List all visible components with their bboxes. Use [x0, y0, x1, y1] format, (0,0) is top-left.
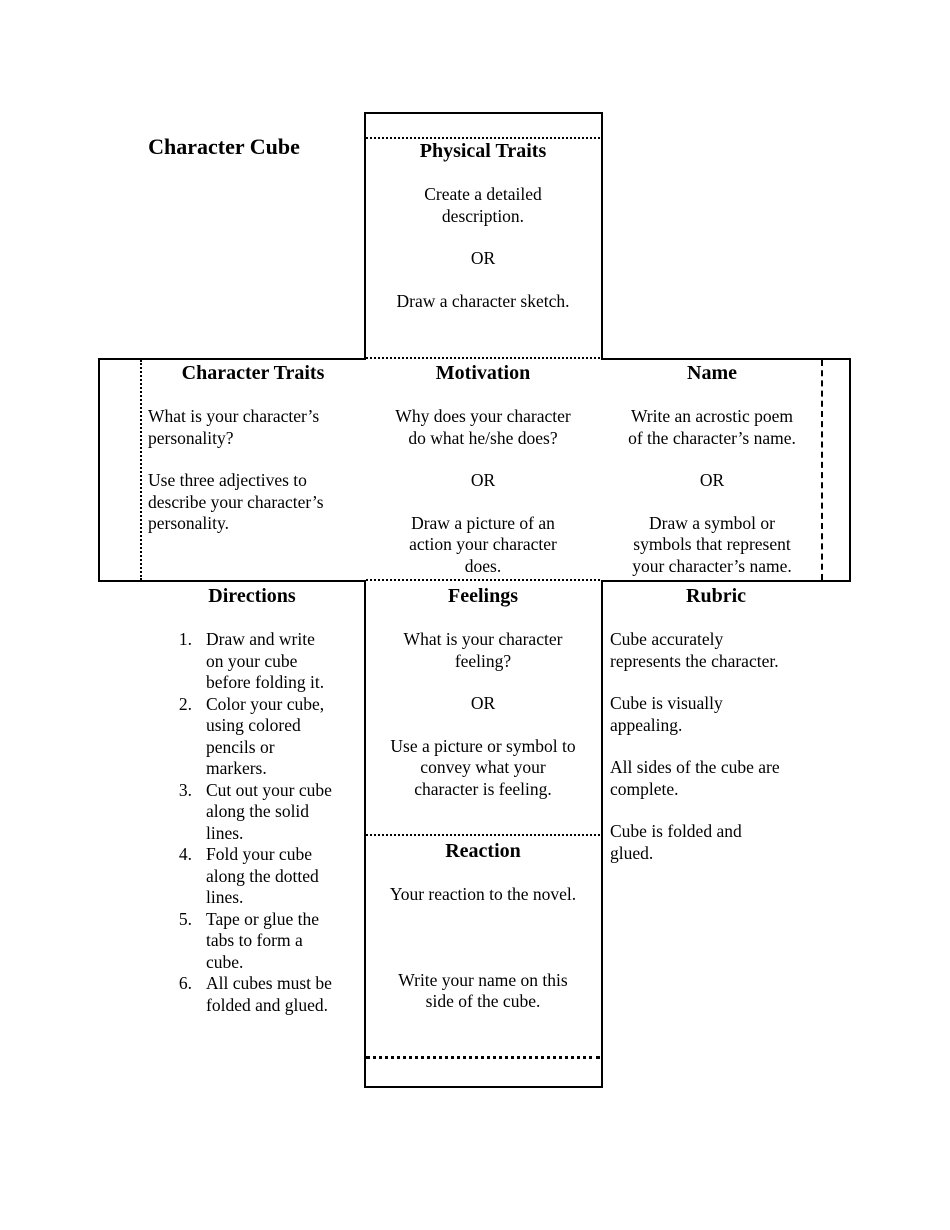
cut-line-row-bottom-right-wing	[601, 580, 851, 582]
motivation-text-2: Draw a picture of an action your charact…	[409, 512, 557, 576]
name-text-2: Draw a symbol or symbols that represent …	[632, 512, 792, 576]
directions-section: Directions 1. Draw and write on your cub…	[148, 585, 356, 1016]
physical-traits-text-1: Create a detailed description.	[424, 184, 542, 226]
cut-line-row-top-right-wing	[601, 358, 851, 360]
physical-traits-text-2: Draw a character sketch.	[396, 290, 570, 311]
feelings-text-1: What is your character feeling?	[403, 629, 563, 671]
physical-traits-heading: Physical Traits	[419, 140, 547, 162]
fold-line-top-tab	[366, 137, 600, 139]
character-traits-heading: Character Traits	[181, 362, 325, 384]
cut-line-bottom-column-right-edge	[601, 580, 603, 1088]
cut-line-row-right-edge	[849, 358, 851, 582]
directions-item-text: Cut out your cube along the solid lines.	[206, 779, 332, 843]
directions-heading: Directions	[208, 585, 296, 607]
directions-item-text: Fold your cube along the dotted lines.	[206, 844, 319, 907]
directions-item: 6. All cubes must be folded and glued.	[148, 973, 356, 1016]
directions-item-text: Tape or glue the tabs to form a cube.	[206, 908, 319, 972]
fold-line-feelings-reaction	[366, 834, 600, 836]
directions-item-number: 2.	[178, 693, 192, 714]
directions-item-text: All cubes must be folded and glued.	[206, 973, 332, 1015]
name-heading: Name	[687, 362, 737, 384]
name-text-1: Write an acrostic poem of the character’…	[628, 406, 796, 448]
physical-traits-or-label: OR	[470, 248, 496, 268]
directions-item: 4. Fold your cube along the dotted lines…	[148, 844, 356, 909]
reaction-heading: Reaction	[445, 840, 521, 862]
directions-item-text: Color your cube, using colored pencils o…	[206, 693, 325, 779]
face-name: Name Write an acrostic poem of the chara…	[603, 362, 821, 577]
reaction-text-2: Write your name on this side of the cube…	[398, 969, 568, 1012]
cut-line-top-face-top-edge	[364, 112, 603, 114]
rubric-item: Cube accurately represents the character…	[610, 629, 779, 671]
fold-line-right-tab	[821, 360, 823, 580]
directions-item: 3. Cut out your cube along the solid lin…	[148, 780, 356, 845]
motivation-text-1: Why does your character do what he/she d…	[395, 406, 571, 448]
directions-item-number: 1.	[178, 629, 192, 649]
directions-item-number: 5.	[178, 908, 192, 929]
rubric-heading: Rubric	[686, 585, 746, 607]
cut-line-top-face-right-edge	[601, 112, 603, 360]
rubric-item: Cube is folded and glued.	[610, 821, 742, 863]
face-character-traits: Character Traits What is your character’…	[148, 362, 358, 535]
directions-item-text: Draw and write on your cube before foldi…	[206, 629, 325, 692]
face-reaction: Reaction Your reaction to the novel. Wri…	[366, 840, 600, 1013]
directions-item-number: 3.	[178, 779, 192, 800]
motivation-or-label: OR	[470, 470, 496, 490]
directions-item: 1. Draw and write on your cube before fo…	[148, 629, 356, 694]
cut-line-row-bottom-left-wing	[98, 580, 366, 582]
fold-line-bottom-tab	[366, 1056, 600, 1059]
feelings-or-label: OR	[470, 693, 496, 713]
face-feelings: Feelings What is your character feeling?…	[366, 585, 600, 800]
rubric-item: Cube is visually appealing.	[610, 693, 723, 735]
feelings-text-2: Use a picture or symbol to convey what y…	[390, 735, 576, 799]
fold-line-left-tab	[140, 360, 142, 580]
directions-item-number: 4.	[178, 844, 192, 864]
fold-line-physical-motivation	[366, 357, 600, 359]
directions-list: 1. Draw and write on your cube before fo…	[148, 629, 356, 1016]
face-physical-traits: Physical Traits Create a detailed descri…	[366, 140, 600, 312]
cut-line-top-face-left-edge	[364, 112, 366, 360]
rubric-section: Rubric Cube accurately represents the ch…	[610, 585, 822, 864]
name-or-label: OR	[699, 470, 725, 490]
rubric-item: All sides of the cube are complete.	[610, 757, 780, 799]
character-traits-text-1: What is your character’s personality?	[148, 406, 320, 448]
reaction-text-1: Your reaction to the novel.	[389, 884, 577, 904]
feelings-heading: Feelings	[448, 585, 518, 607]
face-motivation: Motivation Why does your character do wh…	[366, 362, 600, 577]
directions-item: 5. Tape or glue the tabs to form a cube.	[148, 909, 356, 974]
motivation-heading: Motivation	[435, 362, 531, 384]
page-title: Character Cube	[148, 134, 300, 159]
cut-line-row-left-edge	[98, 358, 100, 582]
cut-line-bottom-column-left-edge	[364, 580, 366, 1088]
fold-line-motivation-feelings	[366, 579, 600, 581]
directions-item: 2. Color your cube, using colored pencil…	[148, 694, 356, 780]
character-traits-text-2: Use three adjectives to describe your ch…	[148, 470, 324, 533]
cut-line-row-top-left-wing	[98, 358, 366, 360]
cut-line-bottom-face-bottom-edge	[364, 1086, 603, 1088]
directions-item-number: 6.	[178, 973, 192, 993]
